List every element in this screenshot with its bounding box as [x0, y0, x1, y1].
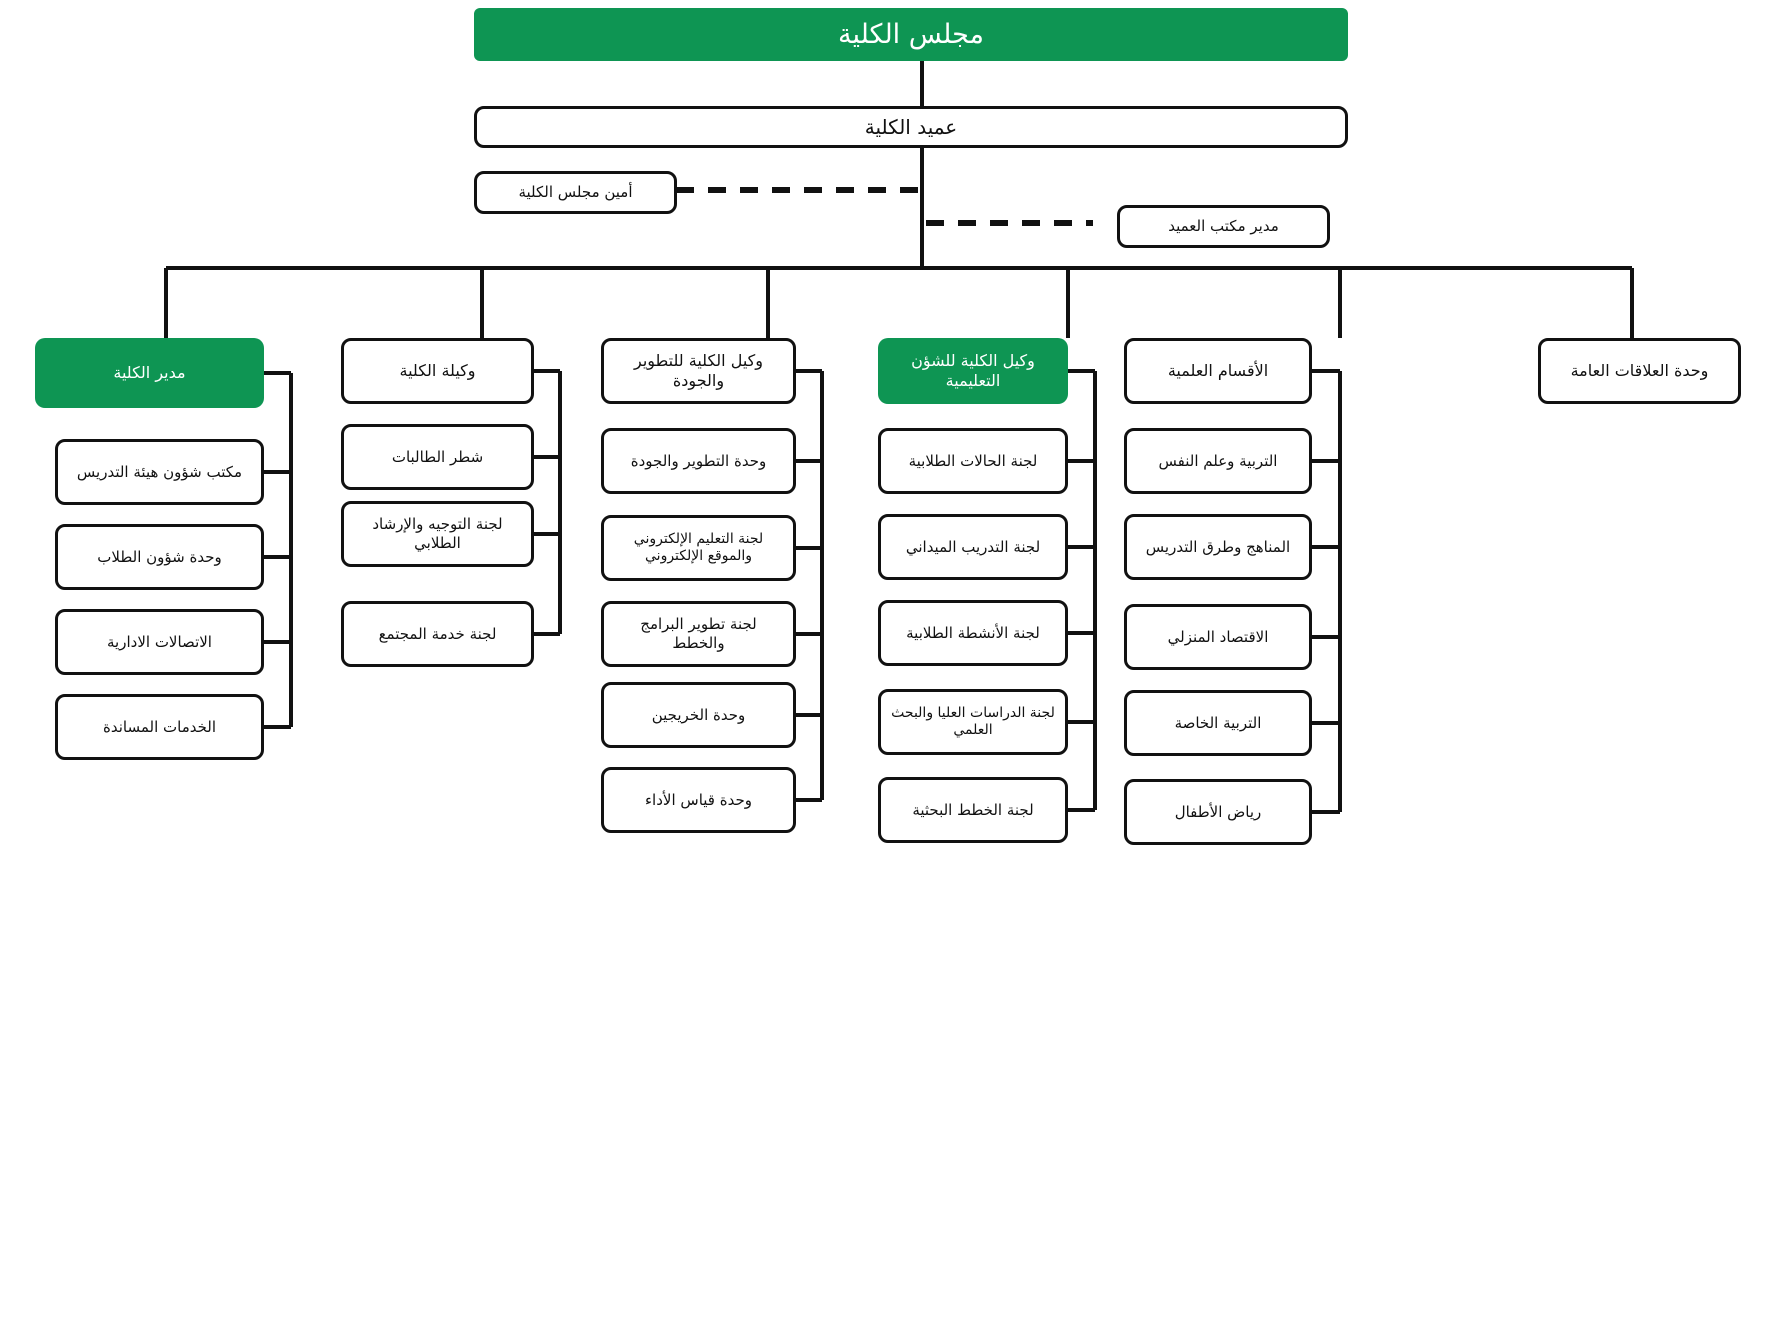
node-label: مدير مكتب العميد	[1168, 217, 1279, 236]
node-programs-plans-development-committee[interactable]: لجنة تطوير البرامج والخطط	[601, 601, 796, 667]
node-label: لجنة تطوير البرامج والخطط	[640, 615, 757, 652]
node-special-education[interactable]: التربية الخاصة	[1124, 690, 1312, 756]
node-curricula-teaching-methods[interactable]: المناهج وطرق التدريس	[1124, 514, 1312, 580]
node-council-secretary[interactable]: أمين مجلس الكلية	[474, 171, 677, 214]
node-label: وكيل الكلية للتطوير والجودة	[634, 351, 763, 390]
node-faculty-affairs-office[interactable]: مكتب شؤون هيئة التدريس	[55, 439, 264, 505]
node-student-cases-committee[interactable]: لجنة الحالات الطلابية	[878, 428, 1068, 494]
node-label: لجنة التوجيه والإرشاد الطلابي	[372, 515, 503, 552]
node-performance-measurement-unit[interactable]: وحدة قياس الأداء	[601, 767, 796, 833]
node-label: وحدة قياس الأداء	[645, 790, 752, 809]
node-label: لجنة خدمة المجتمع	[378, 624, 497, 643]
node-label: وحدة شؤون الطلاب	[97, 547, 222, 566]
node-label: المناهج وطرق التدريس	[1145, 537, 1291, 556]
node-field-training-committee[interactable]: لجنة التدريب الميداني	[878, 514, 1068, 580]
node-research-plans-committee[interactable]: لجنة الخطط البحثية	[878, 777, 1068, 843]
node-scientific-departments[interactable]: الأقسام العلمية	[1124, 338, 1312, 404]
node-label: الاقتصاد المنزلي	[1167, 627, 1269, 646]
node-label: الخدمات المساندة	[102, 717, 217, 736]
node-label: لجنة التعليم الإلكتروني والموقع الإلكترو…	[633, 530, 764, 565]
node-label: شطر الطالبات	[391, 447, 484, 466]
node-student-activities-committee[interactable]: لجنة الأنشطة الطلابية	[878, 600, 1068, 666]
node-label: مكتب شؤون هيئة التدريس	[76, 462, 243, 481]
node-label: وحدة الخريجين	[651, 705, 746, 724]
node-label: لجنة الأنشطة الطلابية	[906, 623, 1040, 642]
node-label: مدير الكلية	[113, 363, 186, 382]
node-vice-dean-educational-affairs[interactable]: وكيل الكلية للشؤن التعليمية	[878, 338, 1068, 404]
node-female-students-section[interactable]: شطر الطالبات	[341, 424, 534, 490]
node-kindergarten[interactable]: رياض الأطفال	[1124, 779, 1312, 845]
node-label: وكيلة الكلية	[399, 361, 476, 380]
node-label: لجنة الدراسات العليا والبحث العلمي	[891, 704, 1055, 739]
node-label: الاتصالات الادارية	[107, 632, 212, 651]
node-elearning-website-committee[interactable]: لجنة التعليم الإلكتروني والموقع الإلكترو…	[601, 515, 796, 581]
node-support-services[interactable]: الخدمات المساندة	[55, 694, 264, 760]
node-label: أمين مجلس الكلية	[518, 183, 633, 202]
node-college-council[interactable]: مجلس الكلية	[474, 8, 1348, 61]
node-dean-office-manager[interactable]: مدير مكتب العميد	[1117, 205, 1330, 248]
node-label: التربية الخاصة	[1174, 713, 1262, 732]
node-guidance-counseling-committee[interactable]: لجنة التوجيه والإرشاد الطلابي	[341, 501, 534, 567]
node-home-economics[interactable]: الاقتصاد المنزلي	[1124, 604, 1312, 670]
node-label: لجنة الخطط البحثية	[912, 800, 1034, 819]
node-label: وحدة التطوير والجودة	[630, 451, 767, 470]
node-education-psychology[interactable]: التربية وعلم النفس	[1124, 428, 1312, 494]
node-college-dean[interactable]: عميد الكلية	[474, 106, 1348, 148]
node-label: وحدة العلاقات العامة	[1570, 361, 1709, 380]
node-label: التربية وعلم النفس	[1158, 451, 1278, 470]
node-label: مجلس الكلية	[837, 18, 985, 50]
node-graduates-unit[interactable]: وحدة الخريجين	[601, 682, 796, 748]
node-vice-dean-female[interactable]: وكيلة الكلية	[341, 338, 534, 404]
node-college-director[interactable]: مدير الكلية	[35, 338, 264, 408]
node-public-relations-unit[interactable]: وحدة العلاقات العامة	[1538, 338, 1741, 404]
node-label: الأقسام العلمية	[1167, 361, 1269, 380]
node-community-service-committee[interactable]: لجنة خدمة المجتمع	[341, 601, 534, 667]
node-label: لجنة الحالات الطلابية	[908, 451, 1038, 470]
node-student-affairs-unit[interactable]: وحدة شؤون الطلاب	[55, 524, 264, 590]
node-label: عميد الكلية	[864, 114, 958, 139]
node-development-quality-unit[interactable]: وحدة التطوير والجودة	[601, 428, 796, 494]
node-vice-dean-development-quality[interactable]: وكيل الكلية للتطوير والجودة	[601, 338, 796, 404]
node-label: لجنة التدريب الميداني	[905, 537, 1041, 556]
node-label: وكيل الكلية للشؤن التعليمية	[911, 351, 1035, 390]
node-graduate-studies-research-committee[interactable]: لجنة الدراسات العليا والبحث العلمي	[878, 689, 1068, 755]
node-administrative-communications[interactable]: الاتصالات الادارية	[55, 609, 264, 675]
node-label: رياض الأطفال	[1174, 802, 1262, 821]
